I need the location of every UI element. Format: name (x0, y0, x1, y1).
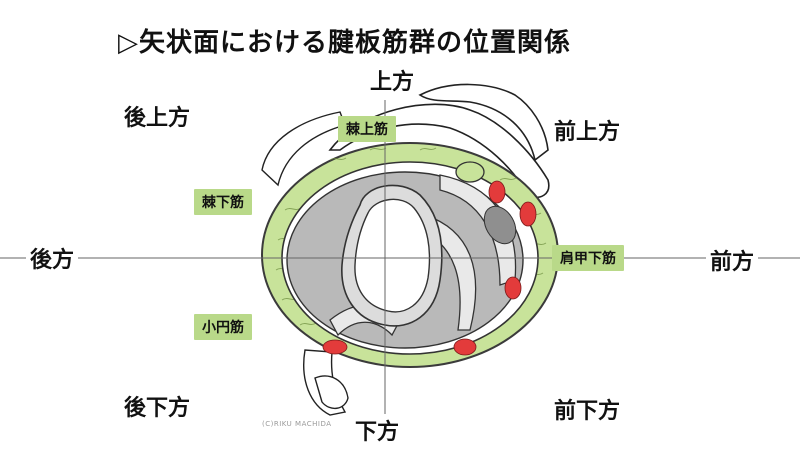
glenoid-surface (354, 198, 431, 313)
direction-anterior-inferior: 前下方 (550, 393, 625, 425)
label-supraspinatus: 棘上筋 (338, 116, 396, 142)
direction-up: 上方 (366, 64, 419, 96)
label-subscapularis: 肩甲下筋 (552, 245, 624, 271)
direction-anterior-superior: 前上方 (550, 114, 625, 146)
clavicle-outline (418, 83, 549, 162)
coracoid-bursa (483, 205, 517, 245)
direction-posterior-inferior: 後下方 (120, 390, 195, 422)
muscle-insertions (322, 180, 537, 356)
label-infraspinatus: 棘下筋 (194, 189, 252, 215)
direction-posterior: 後方 (26, 242, 79, 274)
biceps-tendon (455, 161, 485, 183)
direction-down: 下方 (351, 414, 404, 446)
direction-posterior-superior: 後上方 (120, 100, 195, 132)
page-title: ▷矢状面における腱板筋群の位置関係 (118, 28, 571, 58)
label-teres-minor: 小円筋 (194, 314, 252, 340)
copyright-text: (C)RIKU MACHIDA (262, 420, 332, 428)
direction-anterior: 前方 (706, 244, 759, 276)
lower-bone-outline-2 (314, 375, 349, 409)
